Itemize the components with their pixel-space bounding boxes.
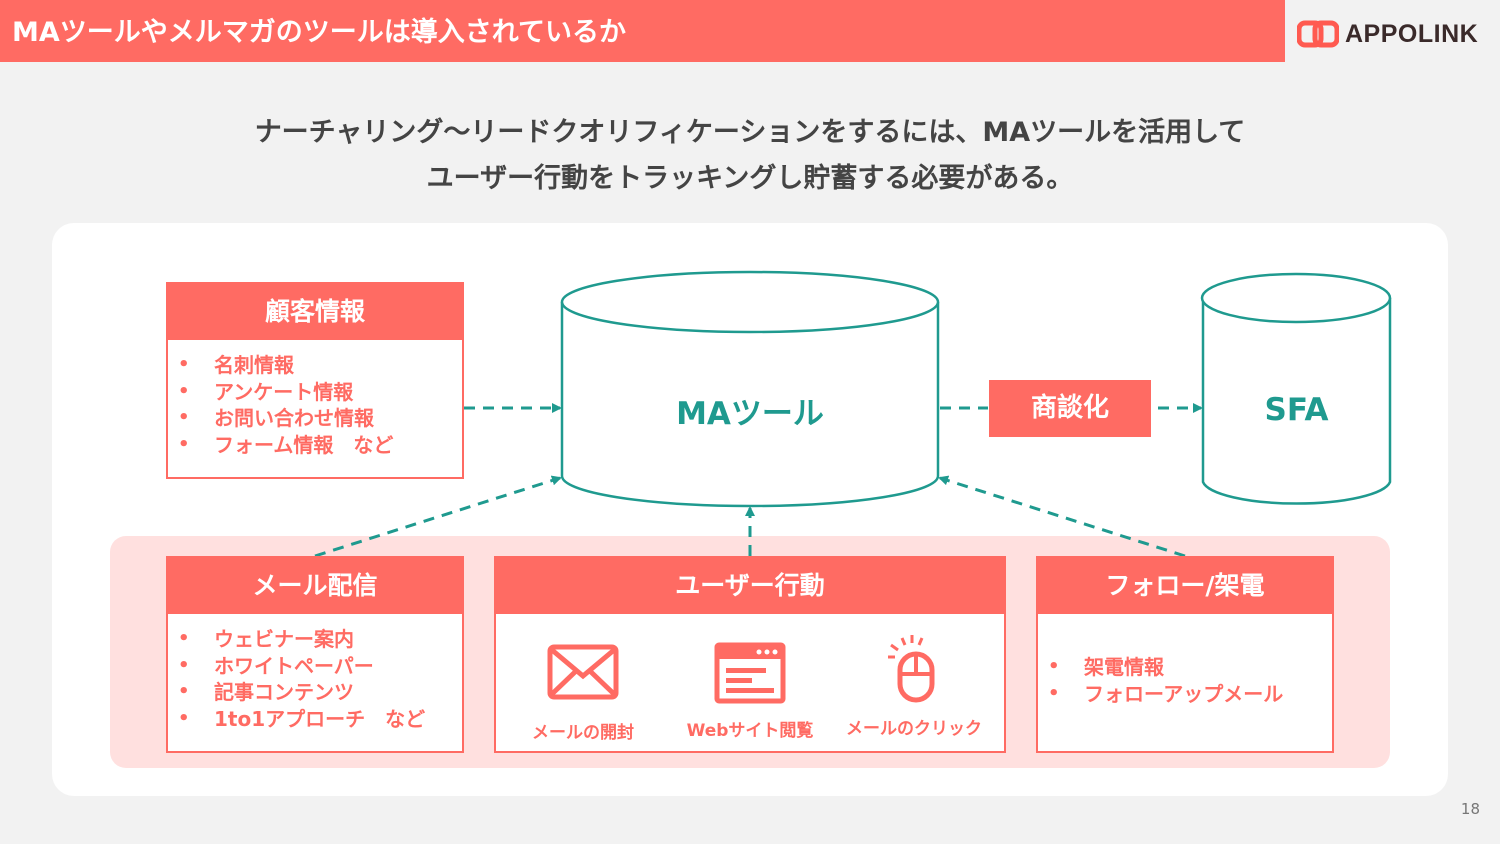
mail-open-label: メールの開封	[532, 723, 634, 743]
list-item: 名刺情報	[178, 352, 462, 379]
follow-call-box: フォロー/架電 架電情報 フォローアップメール	[1036, 556, 1334, 753]
website-view-item: Webサイト閲覧	[668, 642, 832, 741]
lead-line-2: ユーザー行動をトラッキングし貯蓄する必要がある。	[426, 163, 1074, 194]
slide-title: MAツールやメルマガのツールは導入されているか	[12, 17, 626, 48]
deal-tag: 商談化	[989, 380, 1151, 437]
list-item: お問い合わせ情報	[178, 405, 462, 432]
customer-info-list: 名刺情報 アンケート情報 お問い合わせ情報 フォーム情報 など	[168, 340, 462, 458]
list-item: ホワイトペーパー	[178, 653, 462, 680]
user-action-title: ユーザー行動	[496, 558, 1004, 614]
ma-tool-label: MAツール	[676, 396, 824, 432]
mouse-click-icon	[888, 635, 935, 703]
sfa-cylinder	[1200, 272, 1392, 505]
mail-open-item: メールの開封	[500, 644, 666, 743]
mail-click-label: メールのクリック	[846, 719, 982, 739]
follow-call-title: フォロー/架電	[1038, 558, 1332, 614]
mail-delivery-list: ウェビナー案内 ホワイトペーパー 記事コンテンツ 1to1アプローチ など	[168, 614, 462, 732]
customer-info-box: 顧客情報 名刺情報 アンケート情報 お問い合わせ情報 フォーム情報 など	[166, 282, 464, 479]
follow-call-list: 架電情報 フォローアップメール	[1038, 614, 1332, 707]
browser-icon	[714, 642, 786, 704]
logo-mark-icon	[1297, 20, 1339, 48]
mail-click-item: メールのクリック	[834, 634, 994, 739]
website-view-label: Webサイト閲覧	[686, 721, 814, 741]
logo-text: APPOLINK	[1345, 19, 1479, 48]
arrow-follow-to-ma	[938, 475, 1186, 558]
mail-icon	[547, 644, 619, 700]
arrow-mail-to-ma	[314, 475, 562, 558]
list-item: 1to1アプローチ など	[178, 706, 462, 733]
list-item: アンケート情報	[178, 379, 462, 406]
sfa-label: SFA	[1264, 392, 1329, 428]
customer-info-title: 顧客情報	[168, 284, 462, 340]
appolink-logo: APPOLINK	[1297, 14, 1478, 54]
header-bar: MAツールやメルマガのツールは導入されているか	[0, 0, 1285, 62]
list-item: フォローアップメール	[1048, 681, 1332, 708]
lead-line-1: ナーチャリング〜リードクオリフィケーションをするには、MAツールを活用して	[254, 117, 1246, 148]
list-item: 記事コンテンツ	[178, 679, 462, 706]
lead-text: ナーチャリング〜リードクオリフィケーションをするには、MAツールを活用して ユー…	[0, 110, 1500, 202]
list-item: フォーム情報 など	[178, 432, 462, 459]
list-item: ウェビナー案内	[178, 626, 462, 653]
mail-delivery-box: メール配信 ウェビナー案内 ホワイトペーパー 記事コンテンツ 1to1アプローチ…	[166, 556, 464, 753]
mail-delivery-title: メール配信	[168, 558, 462, 614]
ma-tool-cylinder	[560, 270, 940, 508]
list-item: 架電情報	[1048, 654, 1332, 681]
page-number: 18	[1460, 800, 1480, 818]
